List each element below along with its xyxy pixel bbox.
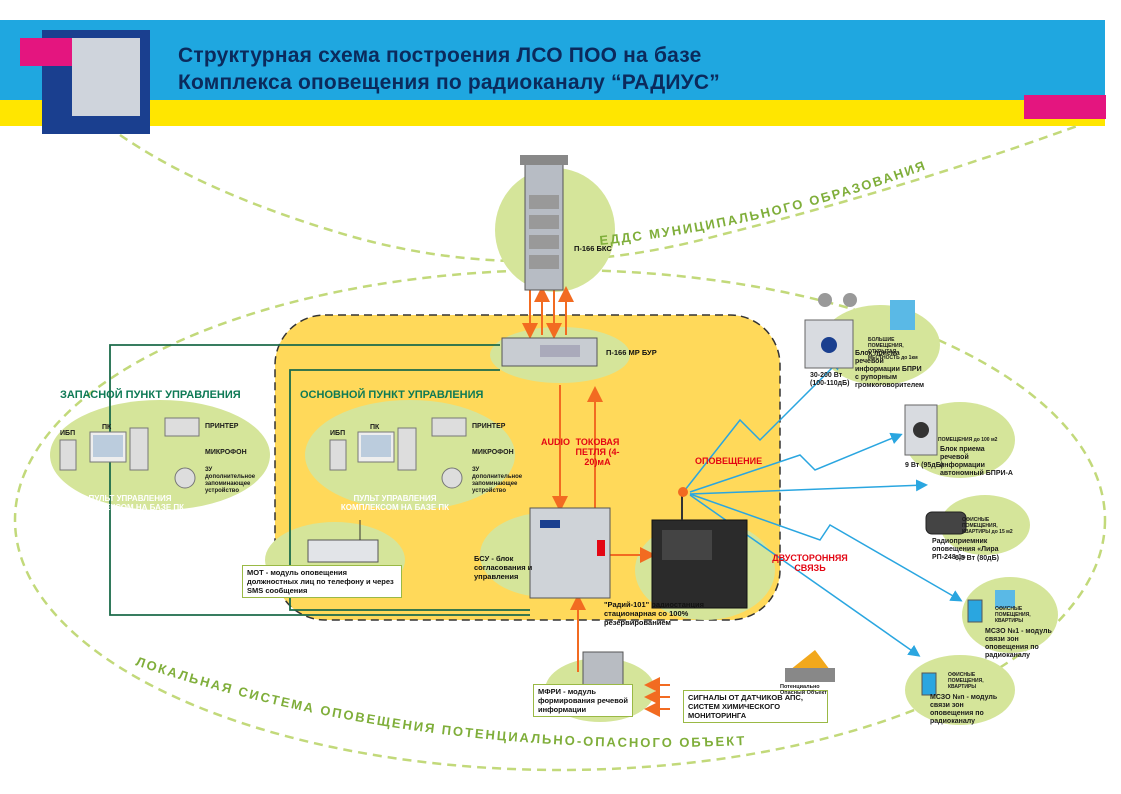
header-band-yellow [0,100,1105,126]
endpoint-5-icon [921,672,937,696]
endpoint-1-desc: Блок приема речевой информации БПРИ с ру… [855,350,925,389]
bur-label: П-166 МР БУР [606,348,657,357]
reserve-printer-label: ПРИНТЕР [205,423,239,430]
main-zu-label: ЗУ дополнительное запоминающее устройств… [472,467,523,494]
endpoint-3-power: 0,5 Вт (80дБ) [955,555,999,562]
reserve-pc-icon [59,417,200,489]
endpoint-5-desc: МСЗО №n - модуль связи зон оповещения по… [930,694,998,725]
radiy-caption: "Радий-101" радиостанция стационарная со… [604,600,705,627]
endpoint-1-zone: БОЛЬШИЕ ПОМЕЩЕНИЯ, ОТКРЫТАЯ МЕСТНОСТЬ до… [868,337,918,361]
title-line-1: Структурная схема построения ЛСО ПОО на … [178,44,702,67]
header-logo-panel [72,38,140,116]
duplex-label: ДВУСТОРОННЯЯ СВЯЗЬ [772,553,848,573]
reserve-pk-label: ПК [102,424,112,431]
audio-label: AUDIO [541,437,570,447]
reserve-zu-label: ЗУ дополнительное запоминающее устройств… [205,467,256,494]
main-ibp-label: ИБП [330,430,346,437]
current-loop-label: ТОКОВАЯ ПЕТЛЯ (4-20)мА [575,437,620,467]
bks-rack-icon [520,155,568,291]
bsu-caption: БСУ - блок согласования и управления [474,554,533,581]
header-accent-right [1024,95,1106,119]
control-wiring [109,344,530,616]
hazard-object-icon [785,650,835,682]
mot-device-icon [307,520,379,563]
reserve-ibp-label: ИБП [60,430,76,437]
main-mic-label: МИКРОФОН [472,449,514,456]
endpoint-3-icon [925,511,967,535]
endpoint-2-desc: Блок приема речевой информации автономны… [940,446,1013,477]
notify-label: ОПОВЕЩЕНИЕ [695,456,763,466]
bks-label: П-166 БКС [574,244,612,253]
main-pc-icon [329,417,467,489]
svg-text:ЕДДС МУНИЦИПАЛЬНОГО ОБРАЗОВАНИ: ЕДДС МУНИЦИПАЛЬНОГО ОБРАЗОВАНИЯ [599,157,929,248]
endpoint-2-zone: ПОМЕЩЕНИЯ до 100 м2 [938,437,998,443]
endpoint-4-icon [967,590,1015,623]
blob-ep4 [962,577,1058,653]
edds-zone-label: ЕДДС МУНИЦИПАЛЬНОГО ОБРАЗОВАНИЯ [599,157,927,248]
endpoint-1-power: 30-200 Вт (100-110дБ) [810,372,850,387]
endpoint-3-desc: Радиоприемник оповещения «Лира РП-248-1» [932,538,999,561]
title-line-2: Комплекса оповещения по радиоканалу “РАД… [178,71,720,94]
bur-unit-icon [501,337,598,367]
endpoint-5-zone: ОФИСНЫЕ ПОМЕЩЕНИЯ, КВАРТИРЫ [948,672,984,690]
endpoint-2-icon [904,404,938,456]
main-pk-label: ПК [370,424,380,431]
hazard-caption: Потенциально Опасный Объект [780,684,827,696]
reserve-console-label: ПУЛЬТ УПРАВЛЕНИЯ КОМПЛЕКСОМ НА БАЗЕ ПК [75,494,185,512]
main-console-label: ПУЛЬТ УПРАВЛЕНИЯ КОМПЛЕКСОМ НА БАЗЕ ПК [340,494,450,512]
endpoint-2-power: 9 Вт (95дБ) [905,462,944,469]
mfri-caption: МФРИ - модуль формирования речевой инфор… [533,684,633,717]
main-printer-label: ПРИНТЕР [472,423,506,430]
orange-links [522,286,670,717]
blob-reserve [50,400,270,510]
main-title: ОСНОВНОЙ ПУНКТ УПРАВЛЕНИЯ [300,389,484,401]
edds-zone-outline [119,123,1081,263]
mot-caption: МОТ - модуль оповещения должностных лиц … [242,565,402,598]
endpoint-4-zone: ОФИСНЫЕ ПОМЕЩЕНИЯ, КВАРТИРЫ [995,606,1031,624]
endpoint-3-zone: ОФИСНЫЕ ПОМЕЩЕНИЯ, КВАРТИРЫ до 15 м2 [962,517,1013,535]
endpoint-4-desc: МСЗО №1 - модуль связи зон оповещения по… [985,628,1052,659]
bsu-box-icon [529,507,611,599]
endpoint-1-icon [804,293,915,369]
reserve-title: ЗАПАСНОЙ ПУНКТ УПРАВЛЕНИЯ [60,389,241,401]
blob-ep3 [940,495,1030,555]
header-band-blue [0,20,1105,100]
radiy-station-icon [651,487,748,609]
page-title: Структурная схема построения ЛСО ПОО на … [178,42,720,96]
reserve-mic-label: МИКРОФОН [205,449,247,456]
sensors-caption: СИГНАЛЫ ОТ ДАТЧИКОВ АПС, СИСТЕМ ХИМИЧЕСК… [683,690,828,723]
